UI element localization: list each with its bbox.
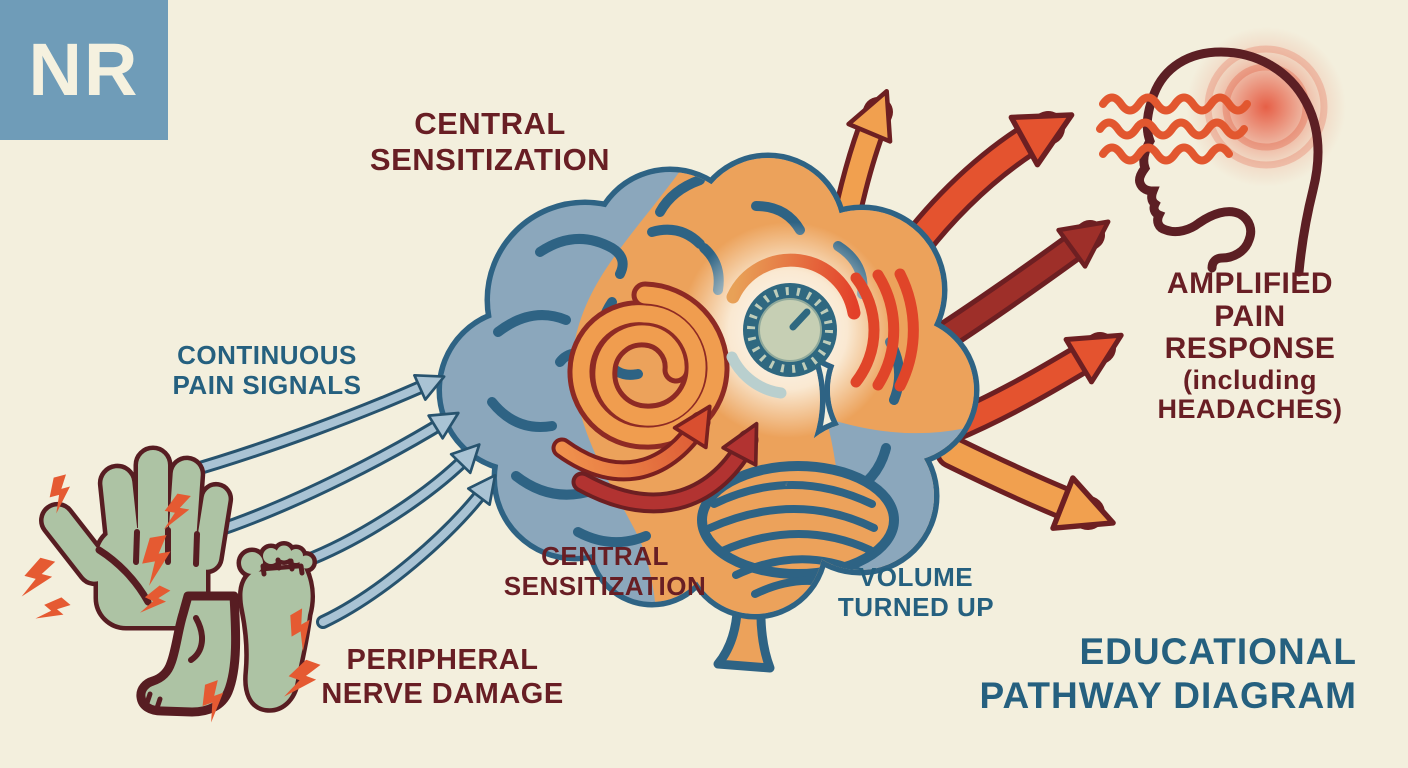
cerebellum [697, 461, 899, 598]
label-peripheral-nerve-damage: PERIPHERAL NERVE DAMAGE [321, 644, 564, 710]
label-central-sensitization-top: CENTRAL SENSITIZATION [369, 106, 611, 177]
label-educational-pathway-diagram: EDUCATIONAL PATHWAY DIAGRAM [979, 631, 1357, 716]
label-volume-turned-up: VOLUME TURNED UP [837, 562, 995, 623]
volume-knob-icon [726, 253, 919, 399]
nr-logo-text: NR [28, 28, 140, 111]
spiral-icon [567, 281, 730, 450]
nr-logo: NR [0, 0, 168, 140]
label-amplified-pain-response: AMPLIFIED PAIN RESPONSE (including HEADA… [1157, 267, 1343, 425]
sound-waves-icon [850, 268, 919, 392]
pain-signal-arrows [176, 373, 497, 629]
headache-waves-icon [1096, 93, 1251, 165]
label-central-sensitization-inner: CENTRAL SENSITIZATION [503, 541, 707, 602]
head-profile-icon [1096, 27, 1346, 277]
label-continuous-pain-signals: CONTINUOUS PAIN SIGNALS [172, 340, 362, 401]
amplification-arrows [551, 404, 759, 514]
